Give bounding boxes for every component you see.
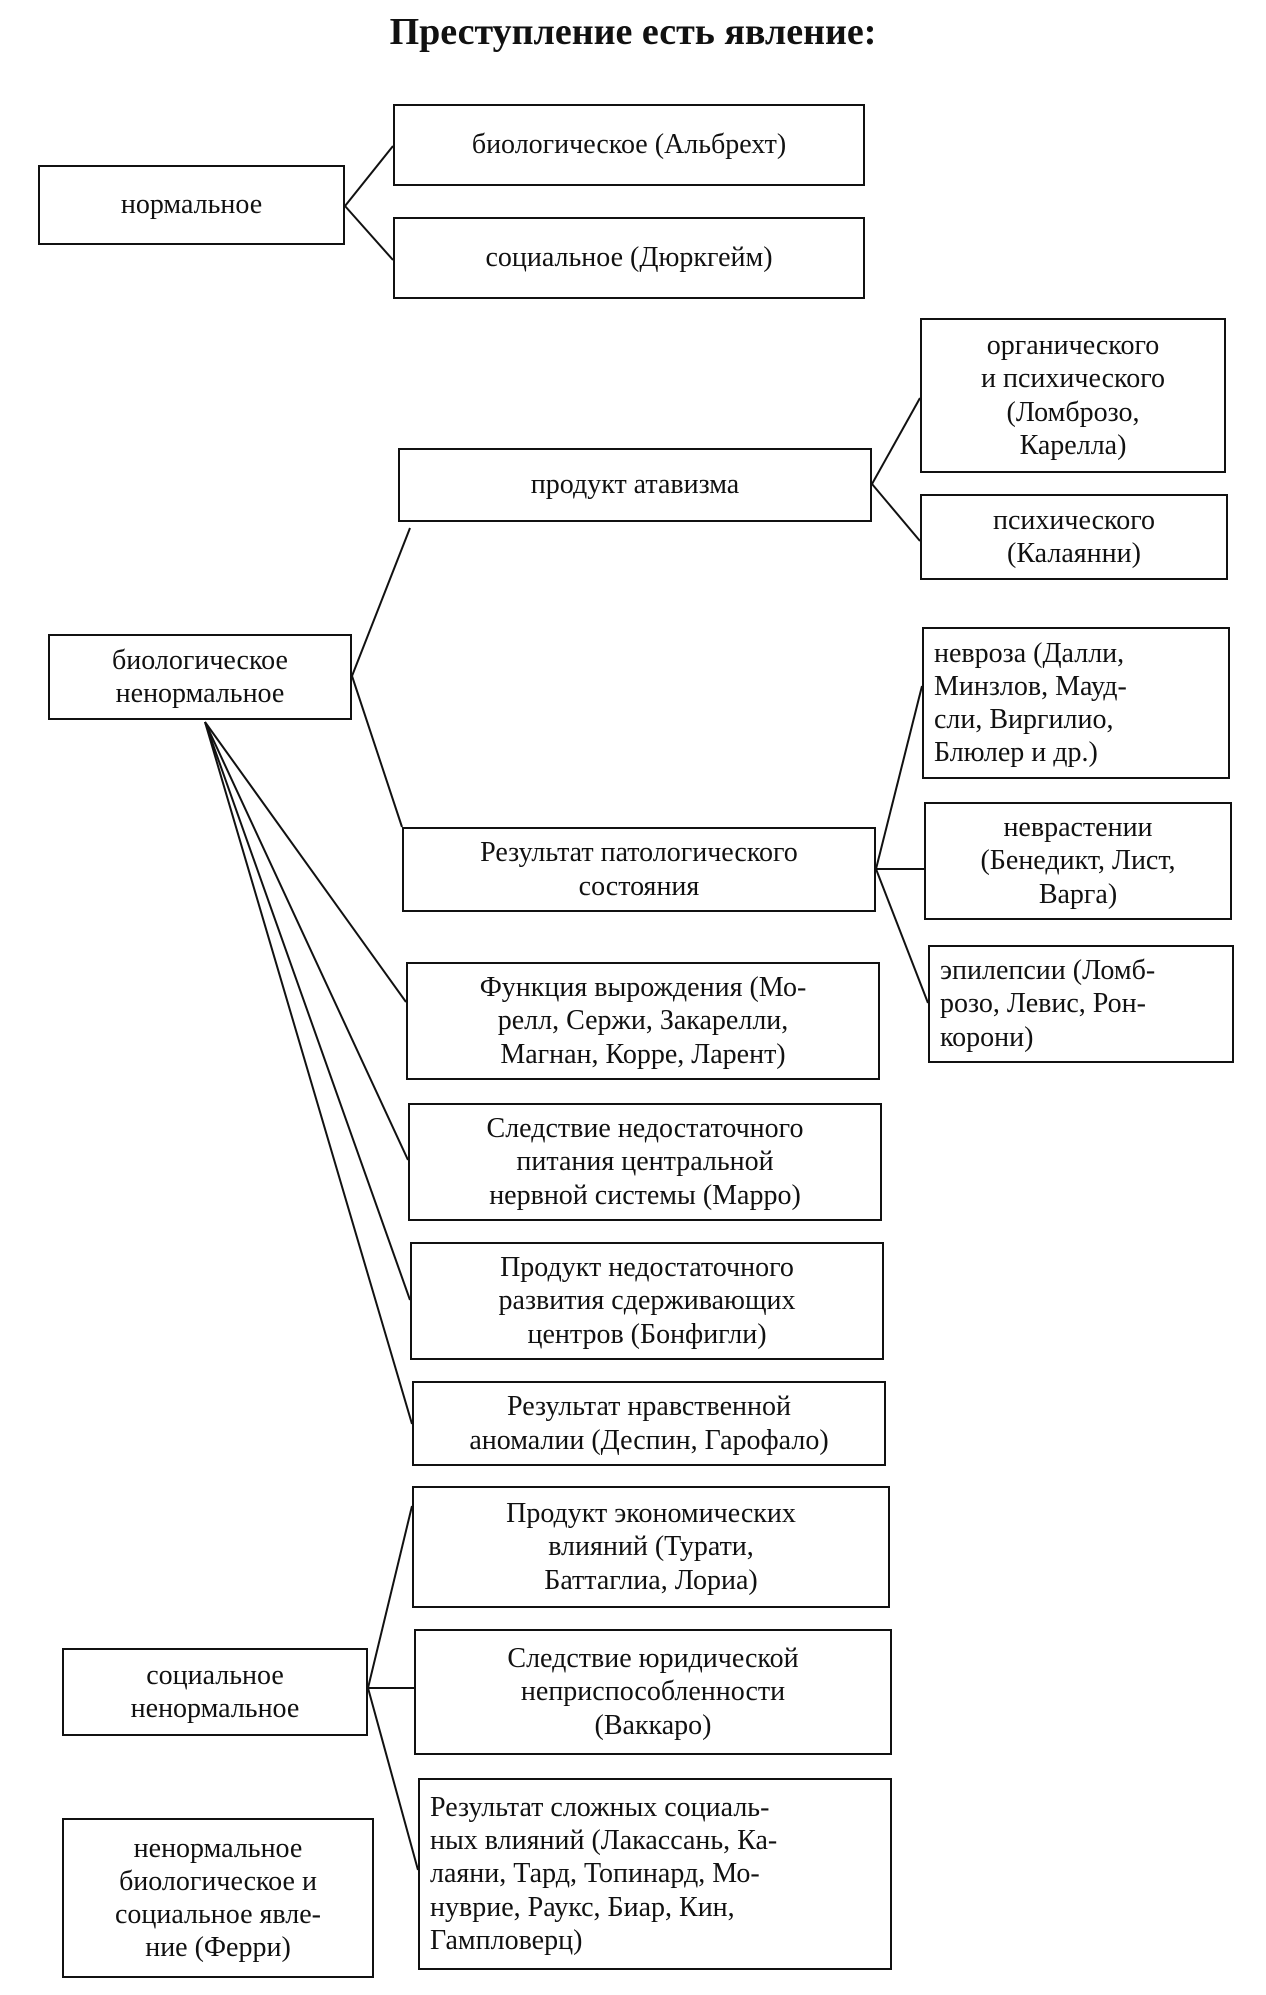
- box-moral: Результат нравственной аномалии (Деспин,…: [412, 1381, 886, 1466]
- diagram-title: Преступление есть явление:: [389, 11, 877, 53]
- box-inhibition: Продукт недостаточного развития сдержива…: [410, 1242, 884, 1360]
- link-bio-inhibition: [204, 721, 411, 1301]
- box-atavism: продукт атавизма: [398, 448, 872, 522]
- box-pathology: Результат патологического состояния: [402, 827, 876, 912]
- link-normal-bio: [344, 145, 394, 207]
- link-atavism-organic: [871, 397, 921, 485]
- box-bio-abnormal: биологическое ненормальное: [48, 634, 352, 720]
- link-soc-economic: [367, 1505, 413, 1689]
- link-pathology-neurosis: [875, 685, 923, 870]
- link-bio-pathology: [351, 675, 403, 828]
- box-neurasthenia: неврастении (Бенедикт, Лист, Варга): [924, 802, 1232, 920]
- box-atavism-psychic: психического (Калаянни): [920, 494, 1228, 580]
- box-normal-soc: социальное (Дюркгейм): [393, 217, 865, 299]
- box-atavism-organic: органического и психического (Ломброзо, …: [920, 318, 1226, 473]
- link-pathology-epilepsy: [875, 868, 929, 1004]
- link-soc-complex: [367, 1687, 419, 1871]
- link-bio-degeneration: [204, 721, 407, 1003]
- box-complex: Результат сложных социаль- ных влияний (…: [418, 1778, 892, 1970]
- box-neurosis: невроза (Далли, Минзлов, Мауд- сли, Вирг…: [922, 627, 1230, 779]
- link-bio-nutrition: [204, 721, 409, 1161]
- link-bio-moral: [204, 721, 413, 1425]
- link-bio-atavism: [351, 527, 411, 677]
- box-soc-abnormal: социальное ненормальное: [62, 1648, 368, 1736]
- box-legal: Следствие юридической неприспособленност…: [414, 1629, 892, 1755]
- link-normal-soc: [344, 205, 394, 261]
- link-atavism-psychic: [871, 483, 921, 542]
- box-normal-bio: биологическое (Альбрехт): [393, 104, 865, 186]
- box-ferri: ненормальное биологическое и социальное …: [62, 1818, 374, 1978]
- box-nutrition: Следствие недостаточного питания централ…: [408, 1103, 882, 1221]
- box-degeneration: Функция вырождения (Мо- релл, Сержи, Зак…: [406, 962, 880, 1080]
- box-epilepsy: эпилепсии (Ломб- розо, Левис, Рон- корон…: [928, 945, 1234, 1063]
- box-economic: Продукт экономических влияний (Турати, Б…: [412, 1486, 890, 1608]
- box-normal: нормальное: [38, 165, 345, 245]
